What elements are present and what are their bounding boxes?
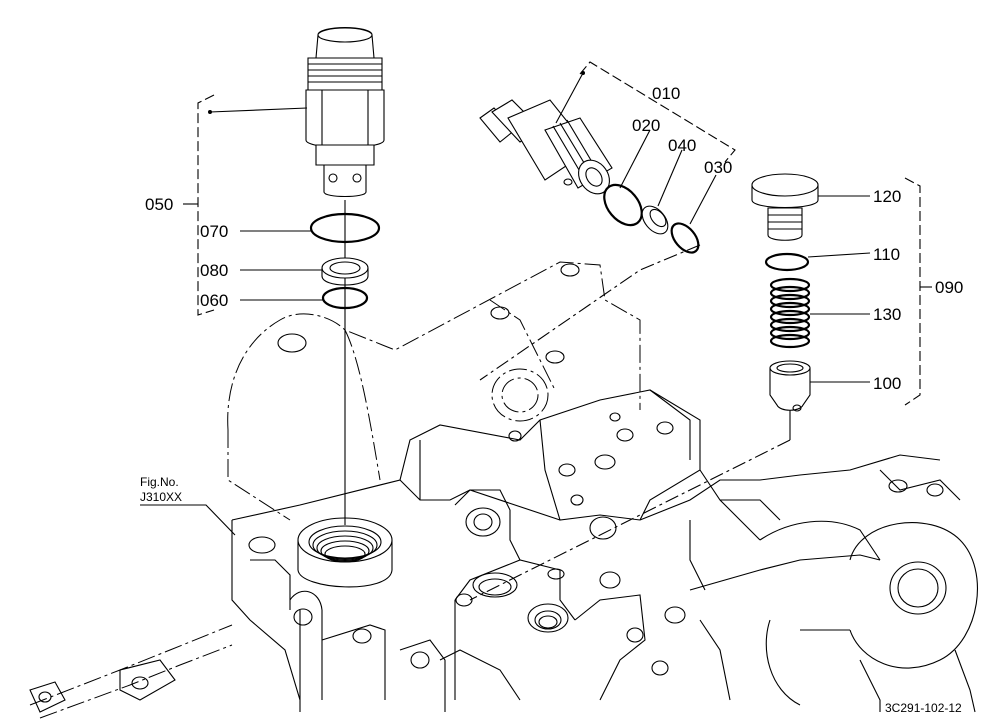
callout-040: 040	[668, 136, 696, 155]
group-bracket-050	[183, 94, 215, 316]
leader-lines	[140, 71, 871, 536]
o-ring-110	[764, 252, 810, 272]
callout-050: 050	[145, 195, 173, 214]
group-bracket-090	[904, 177, 932, 406]
cartridge-050	[305, 27, 385, 198]
spring-130	[769, 277, 811, 349]
o-ring-020	[603, 183, 643, 227]
relief-valve-010	[479, 99, 613, 195]
callout-100: 100	[873, 374, 901, 393]
callout-090: 090	[935, 278, 963, 297]
callout-110: 110	[873, 245, 900, 264]
backup-ring-080	[321, 257, 369, 286]
callout-060: 060	[200, 291, 228, 310]
o-ring-060	[321, 286, 369, 310]
o-ring-070	[309, 212, 381, 244]
callout-010: 010	[652, 84, 680, 103]
poppet-100	[769, 360, 811, 412]
assembly-axis-lines	[344, 200, 791, 601]
callout-130: 130	[873, 305, 901, 324]
drawing-number: 3C291-102-12	[885, 701, 962, 715]
backup-ring-040	[641, 205, 669, 235]
callout-020: 020	[632, 116, 660, 135]
callout-070: 070	[200, 222, 228, 241]
o-ring-030	[670, 222, 700, 254]
callout-080: 080	[200, 261, 228, 280]
valve-body-housing	[29, 261, 978, 719]
callout-030: 030	[704, 158, 732, 177]
group-bracket-010	[579, 61, 736, 163]
figure-reference-label: Fig.No.	[140, 475, 179, 489]
figure-reference-code: J310XX	[140, 490, 182, 504]
plug-120	[751, 173, 819, 241]
callout-120: 120	[873, 187, 901, 206]
